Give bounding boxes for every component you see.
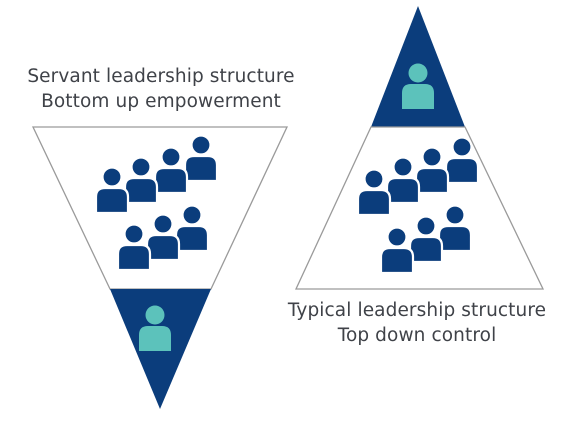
servant-caption: Servant leadership structure Bottom up e… [8,64,314,114]
servant-title: Servant leadership structure [27,66,295,87]
typical-team-section [294,126,545,290]
typical-caption: Typical leadership structure Top down co… [266,298,568,348]
typical-title: Typical leadership structure [287,300,547,321]
typical-pyramid [294,6,545,290]
servant-pyramid [31,126,289,409]
typical-subtitle: Top down control [337,325,497,346]
servant-subtitle: Bottom up empowerment [41,91,281,112]
servant-team-section [31,126,289,290]
